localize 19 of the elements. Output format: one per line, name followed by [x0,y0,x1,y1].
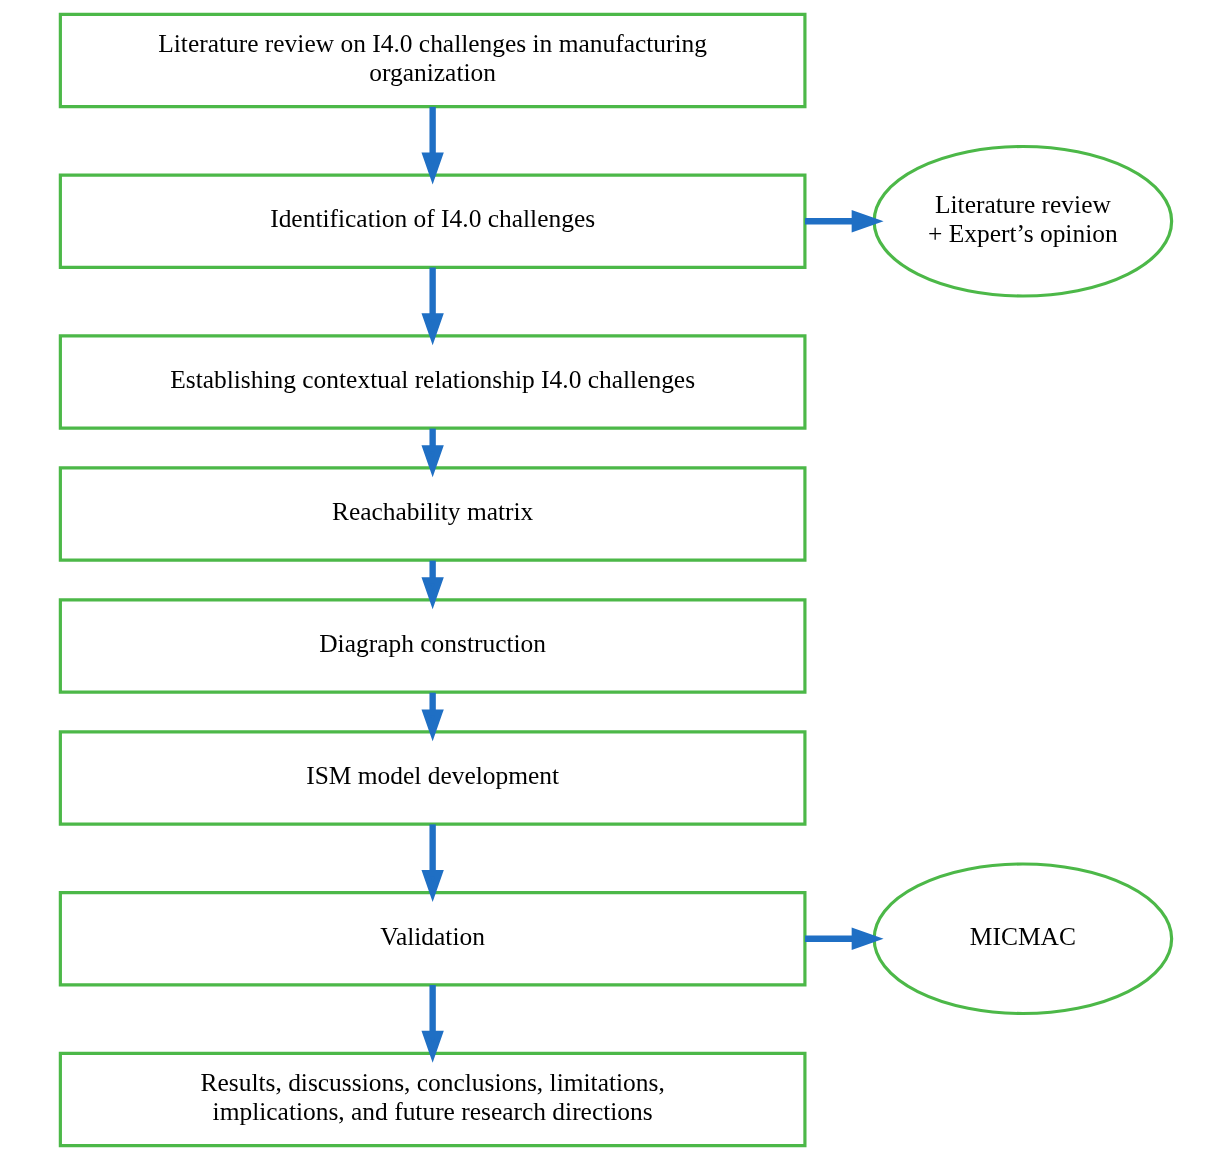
arrow [421,428,444,478]
arrow [805,210,884,233]
node-box: Validation [58,891,807,987]
node-box: Establishing contextual relationship I4.0 challenges [58,334,807,430]
arrow [421,267,444,346]
arrow [421,985,444,1063]
node-ellipse: MICMAC [872,862,1174,1016]
arrow [805,927,884,950]
arrow [421,692,444,742]
node-box: Identification of I4.0 challenges [58,173,807,269]
arrow [421,824,444,902]
arrow [421,106,444,185]
node-box: Literature review on I4.0 challenges in manufacturing organization [58,12,807,109]
arrow [421,560,444,610]
node-box: Diagraph construction [58,598,807,694]
node-box: Reachability matrix [58,466,807,562]
node-box: ISM model development [58,730,807,826]
node-ellipse: Literature review + Expert’s opinion [872,144,1174,298]
node-box: Results, discussions, conclusions, limitations, implications, and future research directions [58,1051,807,1148]
